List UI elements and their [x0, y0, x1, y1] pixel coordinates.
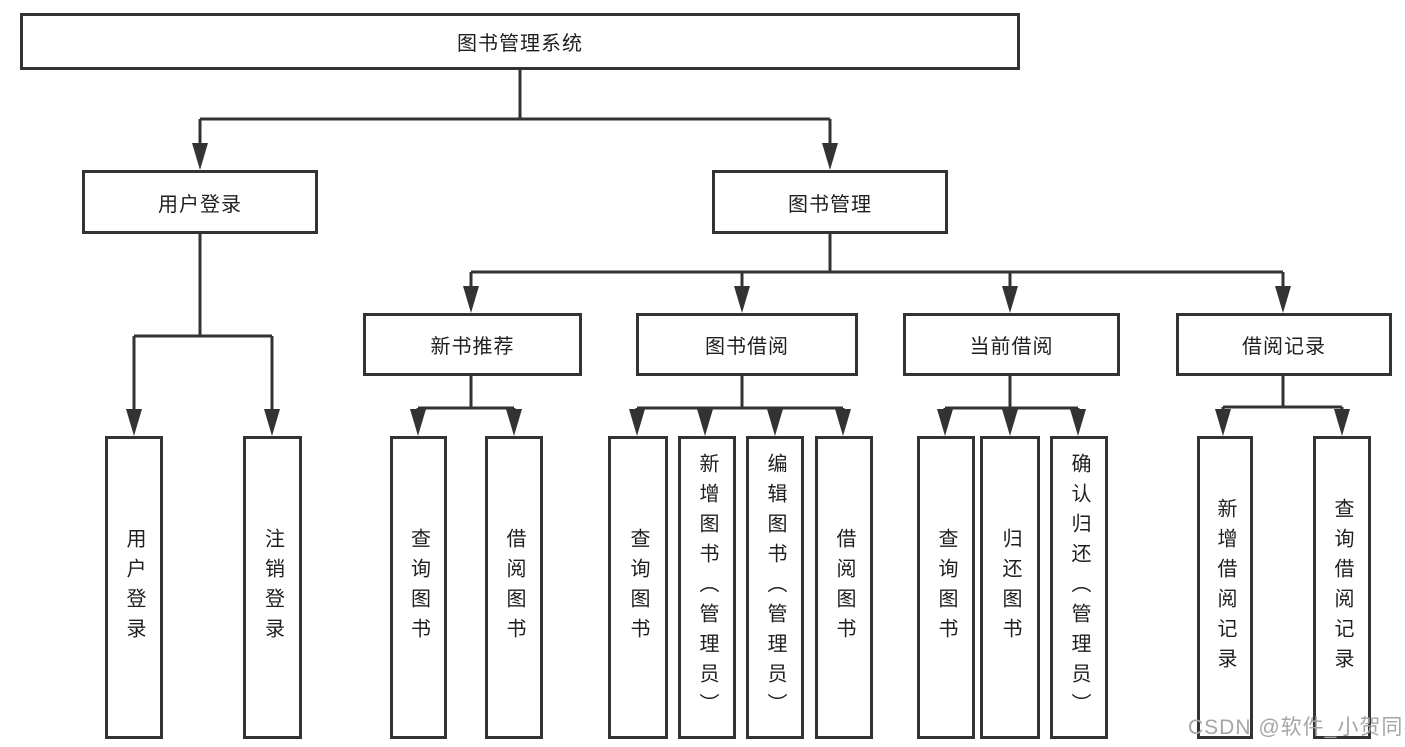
node-library-system: 图书管理系统: [20, 13, 1020, 70]
node-leaf-user-login: 用户登录: [105, 436, 163, 739]
node-leaf-borrow-book-1: 借阅图书: [485, 436, 543, 739]
node-label: 编辑图书（管理员）: [764, 452, 786, 723]
node-label: 图书管理系统: [457, 33, 583, 55]
node-borrow-records: 借阅记录: [1176, 313, 1392, 376]
node-label: 查询图书: [935, 527, 957, 648]
node-leaf-add-borrow-record: 新增借阅记录: [1197, 436, 1253, 739]
node-label: 归还图书: [999, 527, 1021, 648]
node-book-borrowing: 图书借阅: [636, 313, 858, 376]
node-label: 图书管理: [788, 193, 872, 216]
csdn-watermark: CSDN @软件_小贺同学: [1188, 716, 1405, 739]
node-label: 查询借阅记录: [1331, 497, 1353, 678]
node-label: 查询图书: [407, 527, 430, 648]
node-leaf-logout: 注销登录: [243, 436, 302, 739]
node-leaf-borrow-book-2: 借阅图书: [815, 436, 873, 739]
node-leaf-add-book-admin: 新增图书（管理员）: [678, 436, 736, 739]
node-label: 借阅记录: [1242, 336, 1326, 358]
node-leaf-confirm-return-admin: 确认归还（管理员）: [1050, 436, 1108, 739]
node-user-login: 用户登录: [82, 170, 318, 234]
node-leaf-return-book: 归还图书: [980, 436, 1040, 739]
node-label: 查询图书: [627, 527, 649, 648]
node-leaf-query-book-2: 查询图书: [608, 436, 668, 739]
node-book-management: 图书管理: [712, 170, 948, 234]
node-label: 借阅图书: [503, 527, 525, 648]
node-label: 确认归还（管理员）: [1068, 452, 1090, 723]
node-label: 新增借阅记录: [1214, 497, 1236, 678]
arrowheads: [126, 143, 1350, 436]
node-label: 新书推荐: [430, 336, 515, 358]
node-label: 当前借阅: [969, 336, 1054, 358]
node-label: 注销登录: [261, 527, 284, 648]
node-new-book-recommend: 新书推荐: [363, 313, 582, 376]
node-leaf-query-borrow-record: 查询借阅记录: [1313, 436, 1371, 739]
node-leaf-query-book-1: 查询图书: [390, 436, 447, 739]
node-current-borrowing: 当前借阅: [903, 313, 1120, 376]
node-label: 图书借阅: [705, 336, 789, 358]
node-leaf-query-book-3: 查询图书: [917, 436, 975, 739]
node-label: 借阅图书: [833, 527, 855, 648]
node-label: 新增图书（管理员）: [696, 452, 718, 723]
node-label: 用户登录: [158, 193, 242, 216]
node-label: 用户登录: [123, 527, 145, 648]
node-leaf-edit-book-admin: 编辑图书（管理员）: [746, 436, 804, 739]
